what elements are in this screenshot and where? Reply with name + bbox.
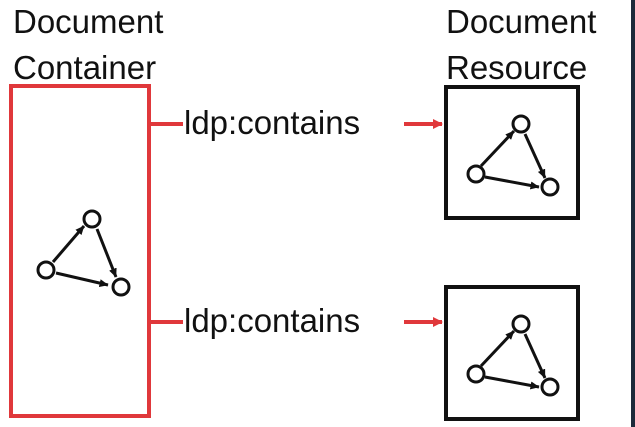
rdf-graph-icon — [36, 209, 131, 297]
image-right-border — [631, 0, 635, 427]
document-container-box — [9, 84, 151, 418]
rdf-graph-icon — [466, 314, 560, 397]
edge-label: ldp:contains — [183, 302, 362, 339]
resource-title-line1: Document — [446, 3, 597, 40]
container-title-line1: Document — [13, 3, 164, 40]
document-resource-box — [444, 85, 580, 220]
rdf-graph-icon — [466, 114, 560, 197]
edge-label: ldp:contains — [183, 104, 362, 141]
resource-title-line2: Resource — [446, 49, 588, 86]
container-title-line2: Container — [13, 49, 157, 86]
document-resource-box — [444, 285, 580, 421]
